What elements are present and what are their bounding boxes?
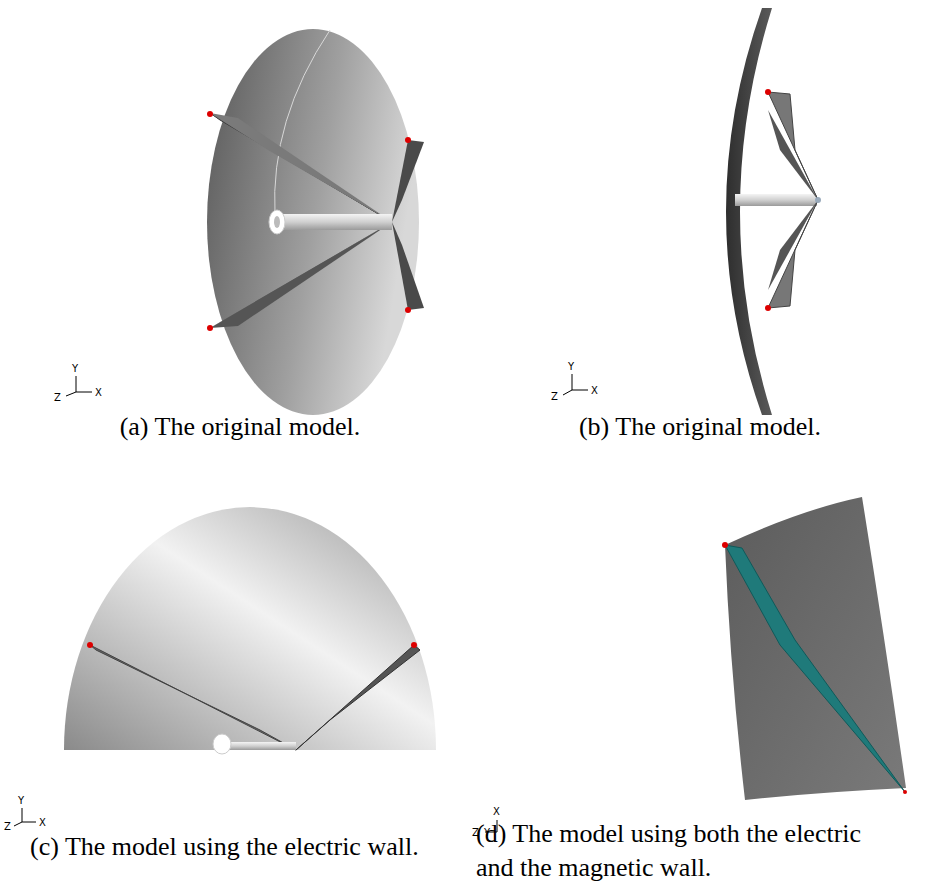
axis-label: X (591, 386, 598, 396)
axis-label: Z (54, 393, 61, 403)
dish-side-view (563, 8, 821, 415)
quarter-dish-view (485, 497, 907, 832)
figure-caption: (b) The original model. (500, 410, 900, 444)
half-dish-view (14, 507, 436, 826)
axis-label: Z (551, 392, 558, 402)
axis-label: Z (4, 822, 11, 832)
figure-caption: (c) The model using the electric wall. (30, 830, 470, 864)
dish-front-view (66, 29, 424, 415)
axis-label: Y (72, 364, 78, 374)
axis-label: X (95, 388, 102, 398)
axis-label: Y (484, 828, 490, 838)
axis-label: Y (18, 796, 24, 806)
axis-label: X (493, 807, 500, 817)
axis-label: Z (472, 828, 479, 838)
axis-label: Y (568, 362, 574, 372)
axis-label: X (39, 818, 46, 828)
figure-caption: (a) The original model. (40, 410, 440, 444)
figure-caption: (d) The model using both the electric an… (476, 817, 896, 885)
